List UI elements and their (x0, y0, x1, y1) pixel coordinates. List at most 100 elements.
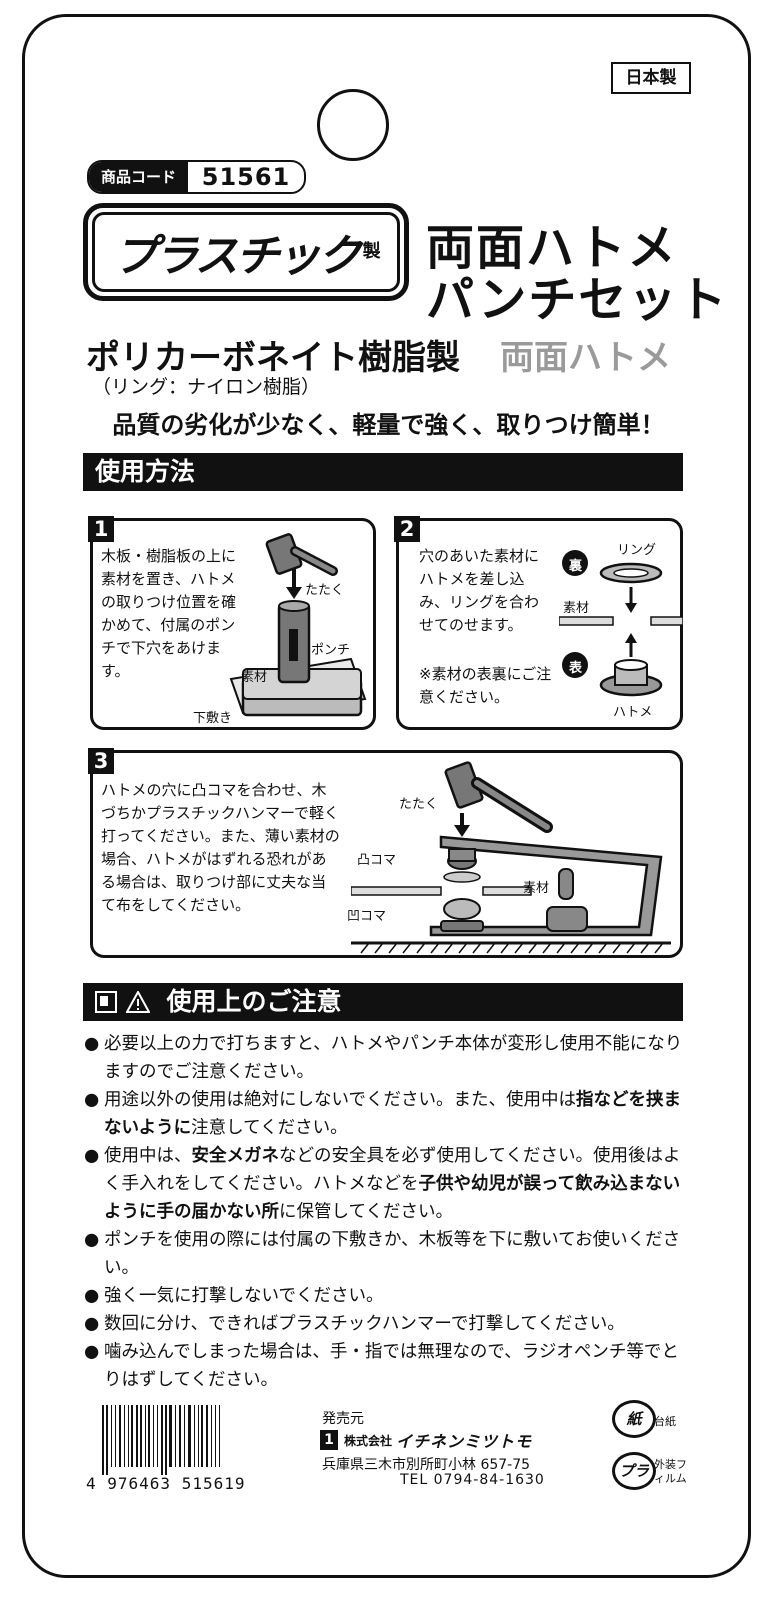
barcode-bar (153, 1405, 154, 1467)
company-address: 兵庫県三木市別所町小林 657-75 (322, 1457, 531, 1473)
barcode-bar (169, 1405, 172, 1467)
bullet-icon: ● (84, 1090, 100, 1110)
barcode-bar (136, 1405, 138, 1467)
caution-text: 注意してください。 (191, 1118, 348, 1138)
material-subtext: （リング：ナイロン樹脂） (92, 376, 321, 398)
label-hit: たたく (399, 797, 439, 812)
caution-text: 数回に分け、できればプラスチックハンマーで打撃してください。 (104, 1314, 625, 1334)
caution-item: ●必要以上の力で打ちますと、ハトメやパンチ本体が変形し使用不能になりますのでご注… (84, 1030, 690, 1086)
step-number: 3 (88, 748, 114, 774)
label-convex-die: 凸コマ (357, 853, 397, 868)
caution-text: 噛み込んでしまった場合は、手・指では無理なので、ラジオペンチ等でとりはずしてくだ… (104, 1342, 679, 1390)
label-front: 表 (569, 661, 583, 676)
paper-recycle-icon: 紙 (612, 1400, 656, 1438)
barcode-bar (179, 1405, 181, 1467)
product-title-line1: 両面ハトメ (426, 220, 678, 276)
material-heading-gray: 両面ハトメ (500, 338, 672, 378)
caution-text: などの安全具を必ず使用してください。使用後はよく手入れをしてください。ハトメなど… (104, 1146, 681, 1194)
product-code-label: 商品コード (89, 162, 189, 192)
usage-step-3: 3 ハトメの穴に凸コマを合わせ、木づちかプラスチックハンマーで軽く打ってください… (88, 748, 683, 958)
step-number: 2 (394, 516, 420, 542)
barcode-bar (206, 1405, 208, 1467)
company-logo-row: 1 株式会社 イチネンミツトモ (320, 1428, 532, 1452)
manual-icon (95, 991, 117, 1013)
barcode-bar (194, 1405, 195, 1467)
step-description: ハトメの穴に凸コマを合わせ、木づちかプラスチックハンマーで軽く打ってください。ま… (101, 781, 340, 914)
caution-item: ●ポンチを使用の際には付属の下敷きか、木板等を下に敷いてお使いください。 (84, 1226, 690, 1282)
caution-heading-text: 使用上のご注意 (166, 987, 342, 1016)
material-heading: ポリカーボネイト樹脂製 (86, 338, 460, 378)
punch-illustration (229, 533, 367, 717)
label-ring: リング (617, 543, 657, 558)
plastic-recycle-text: 外装フィルム (654, 1458, 687, 1485)
bullet-icon: ● (84, 1146, 100, 1166)
caution-icons (95, 983, 151, 1021)
label-material: 素材 (241, 670, 268, 685)
made-in-japan-label: 日本製 (611, 62, 691, 94)
label-material: 素材 (523, 881, 550, 896)
product-code-box: 商品コード 51561 (87, 160, 306, 194)
barcode-bar (215, 1405, 216, 1467)
plastic-logo-suffix: 製 (362, 241, 381, 262)
warning-icon (125, 989, 151, 1013)
barcode-bar (211, 1405, 212, 1467)
bullet-icon: ● (84, 1314, 100, 1334)
barcode-bar (161, 1405, 163, 1475)
company-prefix: 株式会社 (344, 1433, 393, 1448)
barcode-bar (119, 1405, 121, 1467)
plastic-recycle-icon: プラ (612, 1452, 656, 1490)
barcode-bar (188, 1405, 191, 1467)
barcode-bar (175, 1405, 176, 1467)
caution-emphasis: 安全メガネ (191, 1146, 280, 1166)
paper-recycle-text: 台紙 (654, 1415, 676, 1428)
caution-text: 強く一気に打撃しないでください。 (104, 1286, 384, 1306)
company-logo-icon: 1 (320, 1430, 338, 1450)
barcode-bar (115, 1405, 116, 1467)
usage-step-2: 2 穴のあいた素材にハトメを差し込み、リングを合わせてのせます。 ※素材の表裏に… (394, 516, 683, 730)
caution-text: 用途以外の使用は絶対にしないでください。また、使用中は (104, 1090, 576, 1110)
company-tel: TEL 0794-84-1630 (400, 1472, 545, 1488)
step-description: 木板・樹脂板の上に素材を置き、ハトメの取りつけ位置を確かめて、付属のポンチで下穴… (101, 547, 237, 680)
label-material: 素材 (563, 601, 590, 616)
caution-emphasis: 子供や幼児が誤って飲み込まないように手の届かない所 (104, 1174, 681, 1222)
bullet-icon: ● (84, 1342, 100, 1362)
label-hit: たたく (305, 583, 345, 598)
caution-item: ●数回に分け、できればプラスチックハンマーで打撃してください。 (84, 1310, 690, 1338)
usage-step-1: 1 木板・樹脂板の上に素材を置き、ハトメの取りつけ位置を確かめて、付属のポンチで… (88, 516, 376, 730)
step-note: ※素材の表裏にご注意ください。 (419, 665, 552, 706)
barcode-bar (111, 1405, 112, 1467)
barcode-bar (131, 1405, 133, 1467)
label-concave-die: 凹コマ (347, 909, 387, 924)
plastic-logo-text: プラスチック (113, 231, 361, 282)
caution-text: 必要以上の力で打ちますと、ハトメやパンチ本体が変形し使用不能になりますのでご注意… (104, 1034, 683, 1082)
barcode-bar (124, 1405, 125, 1467)
caution-item: ●噛み込んでしまった場合は、手・指では無理なので、ラジオペンチ等でとりはずしてく… (84, 1338, 690, 1394)
product-code-value: 51561 (201, 163, 291, 191)
barcode-bar (219, 1405, 220, 1467)
caution-section-heading: 使用上のご注意 (83, 983, 683, 1021)
product-title-line2: パンチセット (426, 272, 729, 328)
label-punch: ポンチ (311, 643, 351, 658)
label-back: 裏 (569, 559, 583, 574)
caution-item: ●用途以外の使用は絶対にしないでください。また、使用中は指などを挟まないように注… (84, 1086, 690, 1142)
barcode-digits: 4 976463 515619 (86, 1474, 246, 1493)
step-description: 穴のあいた素材にハトメを差し込み、リングを合わせてのせます。 (419, 547, 540, 634)
caution-emphasis: 指などを挟まないように (104, 1090, 681, 1138)
caution-text: に保管してください。 (279, 1202, 453, 1222)
barcode-bar (145, 1405, 146, 1467)
barcode-bar (165, 1405, 167, 1475)
eyelet-illustration (559, 550, 683, 697)
barcode-bar (102, 1405, 104, 1475)
usage-section-heading: 使用方法 (83, 453, 683, 491)
barcode-bar (198, 1405, 199, 1467)
barcode-bar (140, 1405, 142, 1467)
barcode (102, 1405, 220, 1475)
caution-list: ●必要以上の力で打ちますと、ハトメやパンチ本体が変形し使用不能になりますのでご注… (84, 1030, 690, 1394)
barcode-bar (201, 1405, 203, 1467)
caution-item: ●使用中は、安全メガネなどの安全具を必ず使用してください。使用後はよく手入れをし… (84, 1142, 690, 1226)
label-underlay: 下敷き (193, 711, 233, 726)
barcode-bar (157, 1405, 158, 1467)
caution-item: ●強く一気に打撃しないでください。 (84, 1282, 690, 1310)
bullet-icon: ● (84, 1230, 100, 1250)
caution-text: 使用中は、 (104, 1146, 192, 1166)
